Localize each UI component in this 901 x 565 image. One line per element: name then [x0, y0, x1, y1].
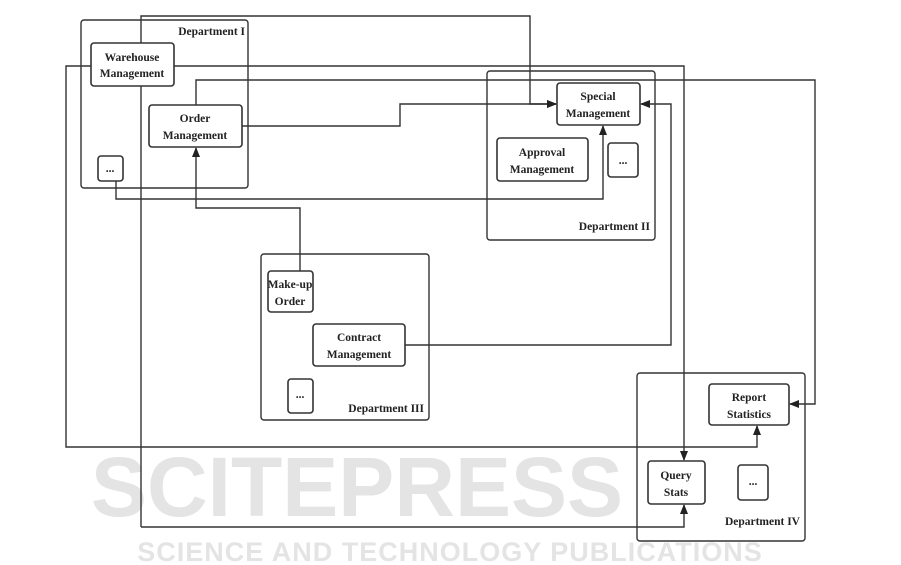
module-dept3-more[interactable]: ... — [287, 378, 314, 414]
svg-text:...: ... — [296, 389, 305, 401]
module-dept2-more[interactable]: ... — [607, 142, 639, 178]
department-1-container — [80, 19, 249, 189]
watermark-title: SCITEPRESS — [91, 440, 623, 534]
department-4-label: Department IV — [725, 516, 801, 528]
connectors — [65, 15, 816, 528]
svg-text:...: ... — [749, 476, 758, 488]
svg-text:...: ... — [619, 155, 628, 167]
svg-text:...: ... — [106, 163, 115, 175]
department-2-container — [486, 70, 656, 241]
connector-to-query-bottom — [141, 504, 688, 528]
department-2-label: Department II — [579, 221, 651, 233]
department-4-container — [636, 372, 806, 542]
department-3-label: Department III — [348, 403, 424, 415]
connector-order-to-special — [242, 100, 557, 127]
connector-dept1-more-to-special — [115, 125, 607, 200]
department-3-container — [260, 253, 430, 421]
connector-warehouse-to-report — [65, 65, 761, 448]
connector-warehouse-to-query — [174, 65, 688, 461]
connector-order-to-report — [195, 79, 816, 408]
module-dept1-more[interactable]: ... — [97, 155, 124, 182]
connector-makeup-to-order — [192, 147, 301, 271]
module-dept4-more[interactable]: ... — [737, 464, 769, 501]
department-1-label: Department I — [178, 26, 245, 38]
connector-contract-to-special — [405, 100, 672, 346]
